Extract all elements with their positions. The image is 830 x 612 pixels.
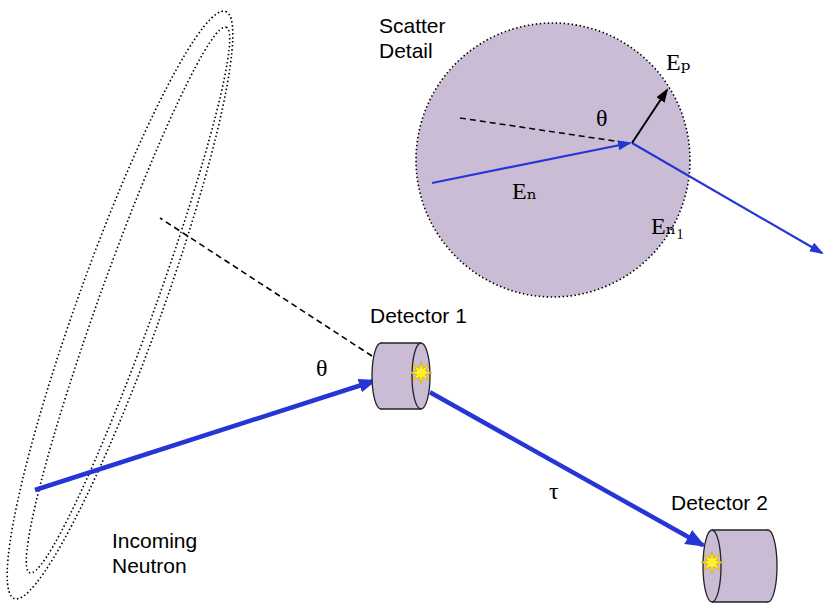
detail-circle-outline — [416, 23, 690, 297]
node-outline — [372, 343, 430, 409]
cylinder-edge — [381, 342, 421, 343]
node-outline — [415, 22, 691, 298]
recoil-proton-arrow — [632, 90, 667, 143]
energy-label: Eₙ₁ — [651, 212, 684, 241]
detector-cylinder: Detector 2 — [703, 530, 777, 602]
cylinder-edge — [381, 408, 421, 409]
cylinder-edge — [712, 529, 768, 530]
cone-axis — [160, 218, 372, 356]
cone-inner-ring — [3, 18, 252, 583]
energy-label: Eₙ — [512, 177, 537, 206]
detector-label: Detector 1 — [370, 303, 467, 328]
cylinder-edge — [712, 601, 768, 602]
scatter-detail-circle: Scatter DetailEₚθEₙEₙ₁ — [415, 22, 691, 298]
angle-label: θ — [316, 354, 328, 383]
incident-neutron-arrow — [432, 143, 630, 183]
energy-label: Eₚ — [666, 48, 690, 77]
caption-label: Incoming Neutron — [112, 528, 224, 578]
detail-heading: Scatter Detail — [379, 13, 467, 63]
angle-label: θ — [596, 104, 608, 133]
detector-cylinder: Detector 1 — [372, 343, 430, 409]
interaction-flash — [410, 362, 432, 384]
scattered-neutron-arrow — [632, 143, 822, 253]
cylinder-shape — [372, 343, 432, 409]
neutron-path-arrow — [430, 392, 703, 545]
node-outline — [703, 530, 777, 602]
cone-outer-ring — [0, 0, 265, 612]
time-of-flight-label: τ — [546, 478, 562, 504]
incoming-neutron-arrow — [35, 381, 374, 490]
detector-label: Detector 2 — [671, 490, 768, 515]
interaction-flash — [701, 551, 723, 573]
cylinder-shape — [701, 530, 777, 602]
